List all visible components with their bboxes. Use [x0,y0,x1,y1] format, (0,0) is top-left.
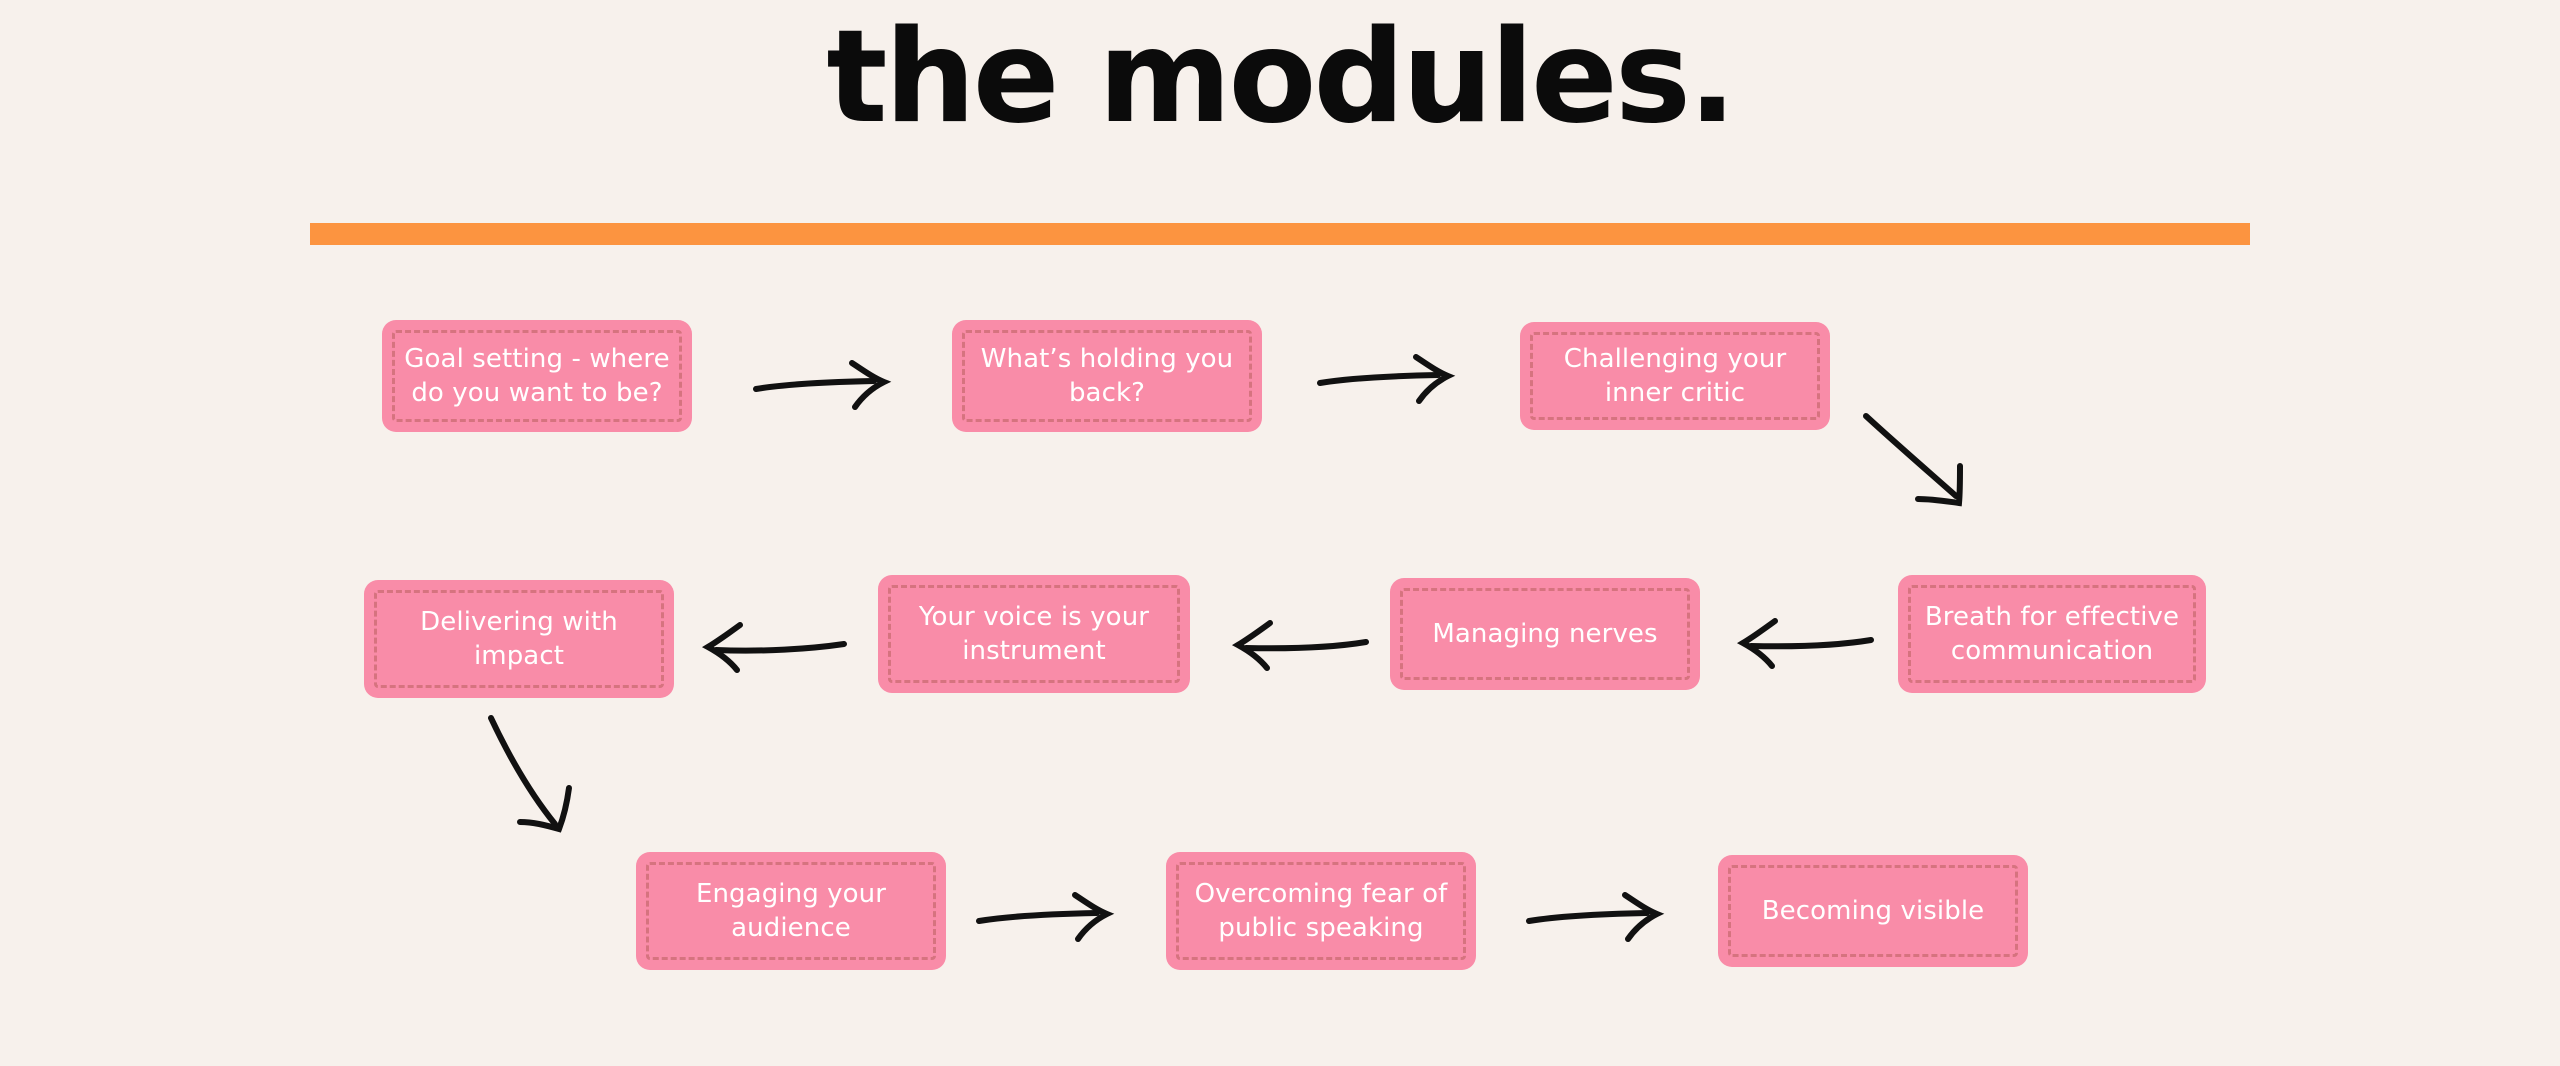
arrow-right-icon [752,358,894,410]
module-box-managing-nerves[interactable]: Managing nerves [1390,578,1700,690]
module-label: Your voice is your instrument [918,601,1150,666]
arrow-right-icon [1525,890,1667,942]
module-label: Managing nerves [1432,618,1658,649]
module-box-overcoming-fear-of-public-speaking[interactable]: Overcoming fear of public speaking [1166,852,1476,970]
module-label: Engaging your audience [695,878,887,943]
accent-bar [310,223,2250,245]
arrow-down-right-icon [485,712,585,844]
module-box-engaging-your-audience[interactable]: Engaging your audience [636,852,946,970]
arrow-right-icon [1316,352,1458,404]
arrow-left-icon [1230,620,1370,671]
arrow-left-icon [1735,618,1875,669]
module-box-becoming-visible[interactable]: Becoming visible [1718,855,2028,967]
module-box-delivering-with-impact[interactable]: Delivering with impact [364,580,674,698]
module-box-your-voice-is-your-instrument[interactable]: Your voice is your instrument [878,575,1190,693]
module-box-whats-holding-you-back[interactable]: What’s holding you back? [952,320,1262,432]
module-label: Delivering with impact [420,606,618,671]
module-box-challenging-your-inner-critic[interactable]: Challenging your inner critic [1520,322,1830,430]
page-title: the modules. [826,3,1736,152]
arrow-down-right-icon [1860,408,1980,518]
module-box-goal-setting[interactable]: Goal setting - where do you want to be? [382,320,692,432]
module-box-breath-for-effective-communication[interactable]: Breath for effective communication [1898,575,2206,693]
arrow-left-icon [700,622,848,673]
module-label: Overcoming fear of public speaking [1194,878,1448,943]
module-label: Breath for effective communication [1924,601,2180,666]
arrow-right-icon [975,890,1117,942]
module-label: Challenging your inner critic [1563,343,1787,408]
module-label: Goal setting - where do you want to be? [404,343,670,408]
module-label: What’s holding you back? [980,343,1234,408]
module-label: Becoming visible [1761,895,1985,926]
